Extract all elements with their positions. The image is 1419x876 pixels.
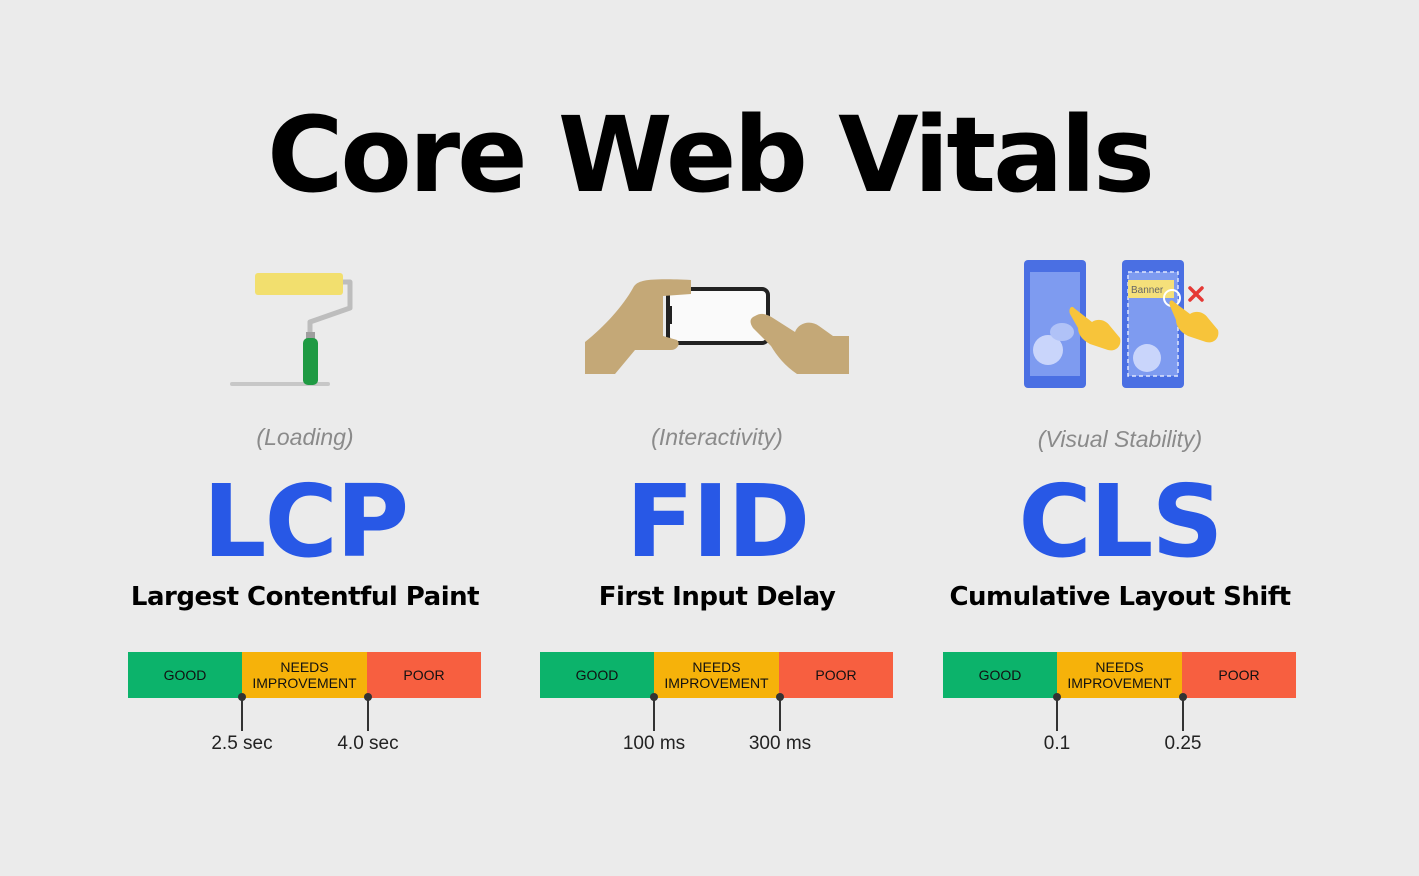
poor-segment: POOR [1182, 652, 1296, 698]
hand-phone-tap-icon [585, 279, 849, 374]
good-segment: GOOD [128, 652, 242, 698]
needs-improvement-segment: NEEDS IMPROVEMENT [242, 652, 367, 698]
needs-improvement-segment: NEEDS IMPROVEMENT [654, 652, 779, 698]
category-label: (Loading) [256, 424, 354, 450]
metric-abbreviation: CLS [1018, 463, 1223, 580]
threshold-marker [775, 693, 785, 731]
good-segment: GOOD [540, 652, 654, 698]
poor-segment: POOR [367, 652, 481, 698]
metric-name: Cumulative Layout Shift [949, 582, 1291, 612]
metric-lcp: (Loading) LCP Largest Contentful Paint G… [95, 0, 515, 876]
metric-fid: (Interactivity) FID First Input Delay GO… [507, 0, 927, 876]
threshold-label-good: 2.5 sec [211, 733, 273, 754]
threshold-marker [237, 693, 247, 731]
threshold-label-good: 100 ms [622, 733, 686, 754]
threshold-bar: GOOD NEEDS IMPROVEMENT POOR [540, 652, 893, 698]
threshold-label-good: 0.1 [1043, 733, 1071, 754]
good-segment: GOOD [943, 652, 1057, 698]
threshold-bar: GOOD NEEDS IMPROVEMENT POOR [943, 652, 1296, 698]
metric-name: Largest Contentful Paint [130, 582, 480, 612]
metric-cls: Banner (Visual Stability) CLS Cumulative… [910, 0, 1330, 876]
layout-shift-phones-icon: Banner [1024, 260, 1219, 388]
metric-abbreviation: FID [625, 463, 811, 580]
threshold-marker [1178, 693, 1188, 731]
threshold-bar: GOOD NEEDS IMPROVEMENT POOR [128, 652, 481, 698]
metric-name: First Input Delay [598, 582, 836, 612]
paint-roller-icon [230, 273, 353, 386]
threshold-label-poor: 300 ms [748, 733, 812, 754]
needs-improvement-segment: NEEDS IMPROVEMENT [1057, 652, 1182, 698]
metric-abbreviation: LCP [202, 463, 409, 580]
threshold-marker [649, 693, 659, 731]
category-label: (Interactivity) [651, 424, 783, 450]
category-label: (Visual Stability) [1037, 426, 1203, 452]
poor-segment: POOR [779, 652, 893, 698]
banner-label: Banner [1131, 285, 1164, 296]
threshold-marker [1052, 693, 1062, 731]
threshold-label-poor: 4.0 sec [337, 733, 399, 754]
threshold-label-poor: 0.25 [1164, 733, 1202, 754]
threshold-marker [363, 693, 373, 731]
page-title: Core Web Vitals [267, 94, 1155, 216]
